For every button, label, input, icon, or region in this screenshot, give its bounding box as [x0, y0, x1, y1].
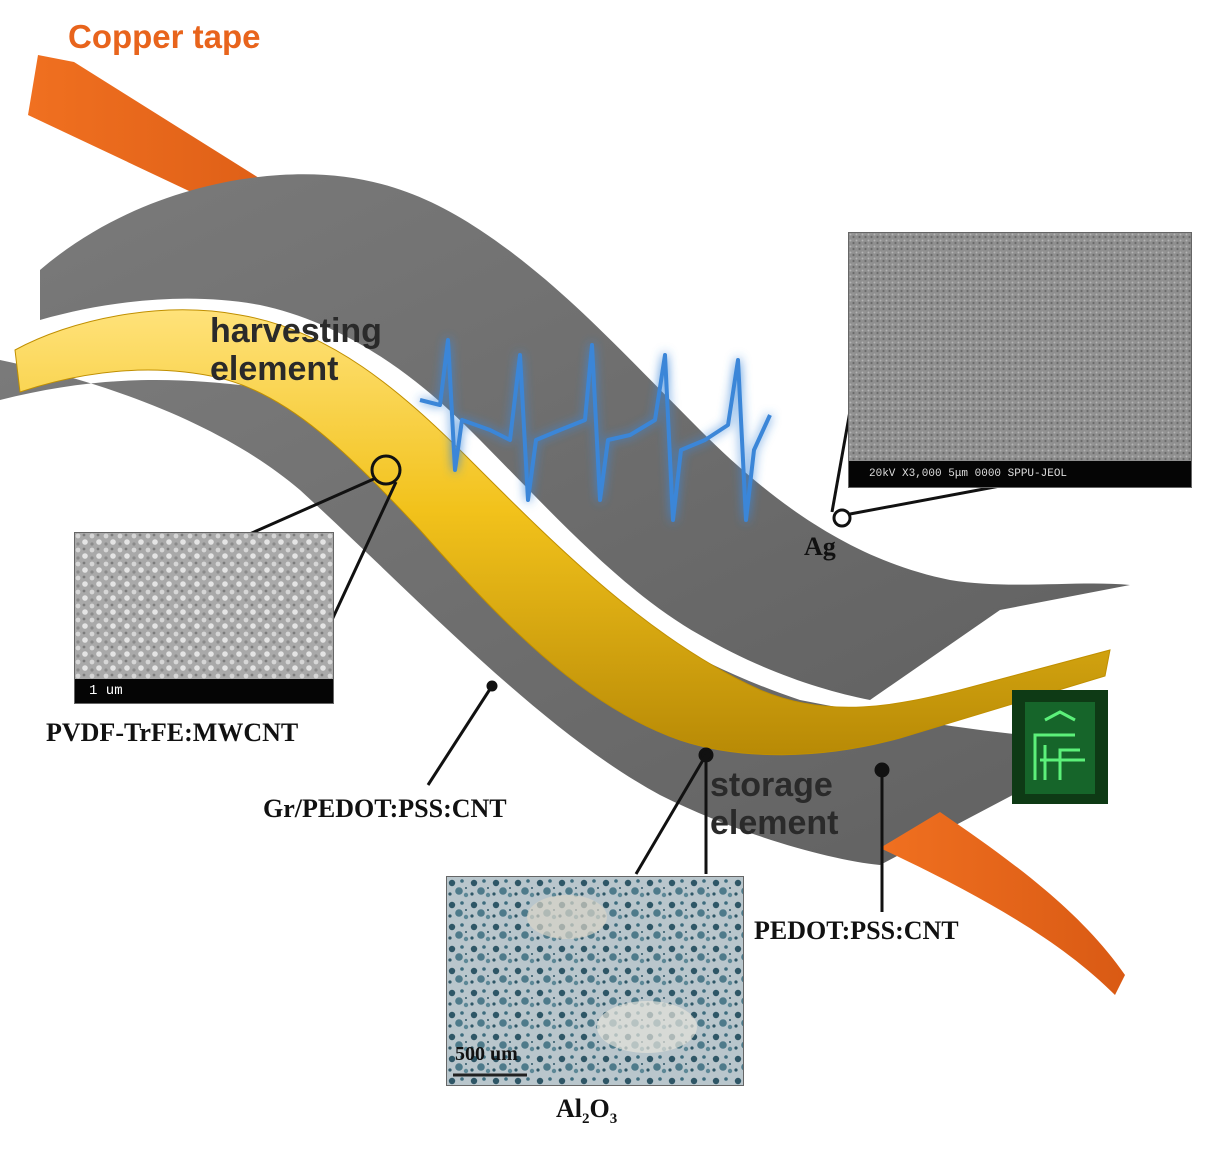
signal-waveform: [419, 338, 772, 522]
copper-tape-label: Copper tape: [68, 18, 261, 55]
storage-line2: element: [710, 804, 839, 842]
harvesting-line2: element: [210, 350, 339, 388]
ag-label: Ag: [804, 532, 836, 561]
sem-texture: [849, 233, 1191, 487]
optical-image-al2o3: 500 um: [446, 876, 744, 1086]
sem-pvdf-scalebar: 1 um: [75, 679, 333, 703]
optical-scalebar-label: 500 um: [455, 1043, 518, 1065]
pvdf-label: PVDF-TrFE:MWCNT: [46, 718, 299, 747]
active-layer-gold: [14, 309, 1111, 756]
callouts: [235, 354, 1001, 912]
harvesting-element-label: harvesting element: [210, 312, 382, 388]
pedot-label: PEDOT:PSS:CNT: [754, 916, 959, 945]
al2o3-label: Al2O3: [556, 1094, 617, 1128]
storage-element-label: storage element: [710, 766, 839, 842]
al2o3-sub1: 2: [582, 1111, 590, 1128]
sem-ag-scalebar: 20kV X3,000 5μm 0000 SPPU-JEOL: [849, 461, 1191, 487]
optical-texture: [447, 877, 743, 1085]
al2o3-mid: O: [589, 1094, 610, 1123]
storage-line1: storage: [710, 766, 833, 804]
sem-pvdf-texture: [75, 533, 333, 703]
gr-pedot-label: Gr/PEDOT:PSS:CNT: [263, 794, 507, 823]
sem-image-ag: 20kV X3,000 5μm 0000 SPPU-JEOL: [848, 232, 1192, 488]
sem-image-pvdf: 1 um: [74, 532, 334, 704]
al2o3-main: Al: [556, 1094, 582, 1123]
copper-tape-bottom: [880, 812, 1125, 995]
top-electrode-layer: [40, 174, 1130, 700]
led-demo-photo: [1012, 690, 1108, 804]
harvesting-line1: harvesting: [210, 312, 382, 350]
al2o3-sub2: 3: [609, 1111, 618, 1128]
